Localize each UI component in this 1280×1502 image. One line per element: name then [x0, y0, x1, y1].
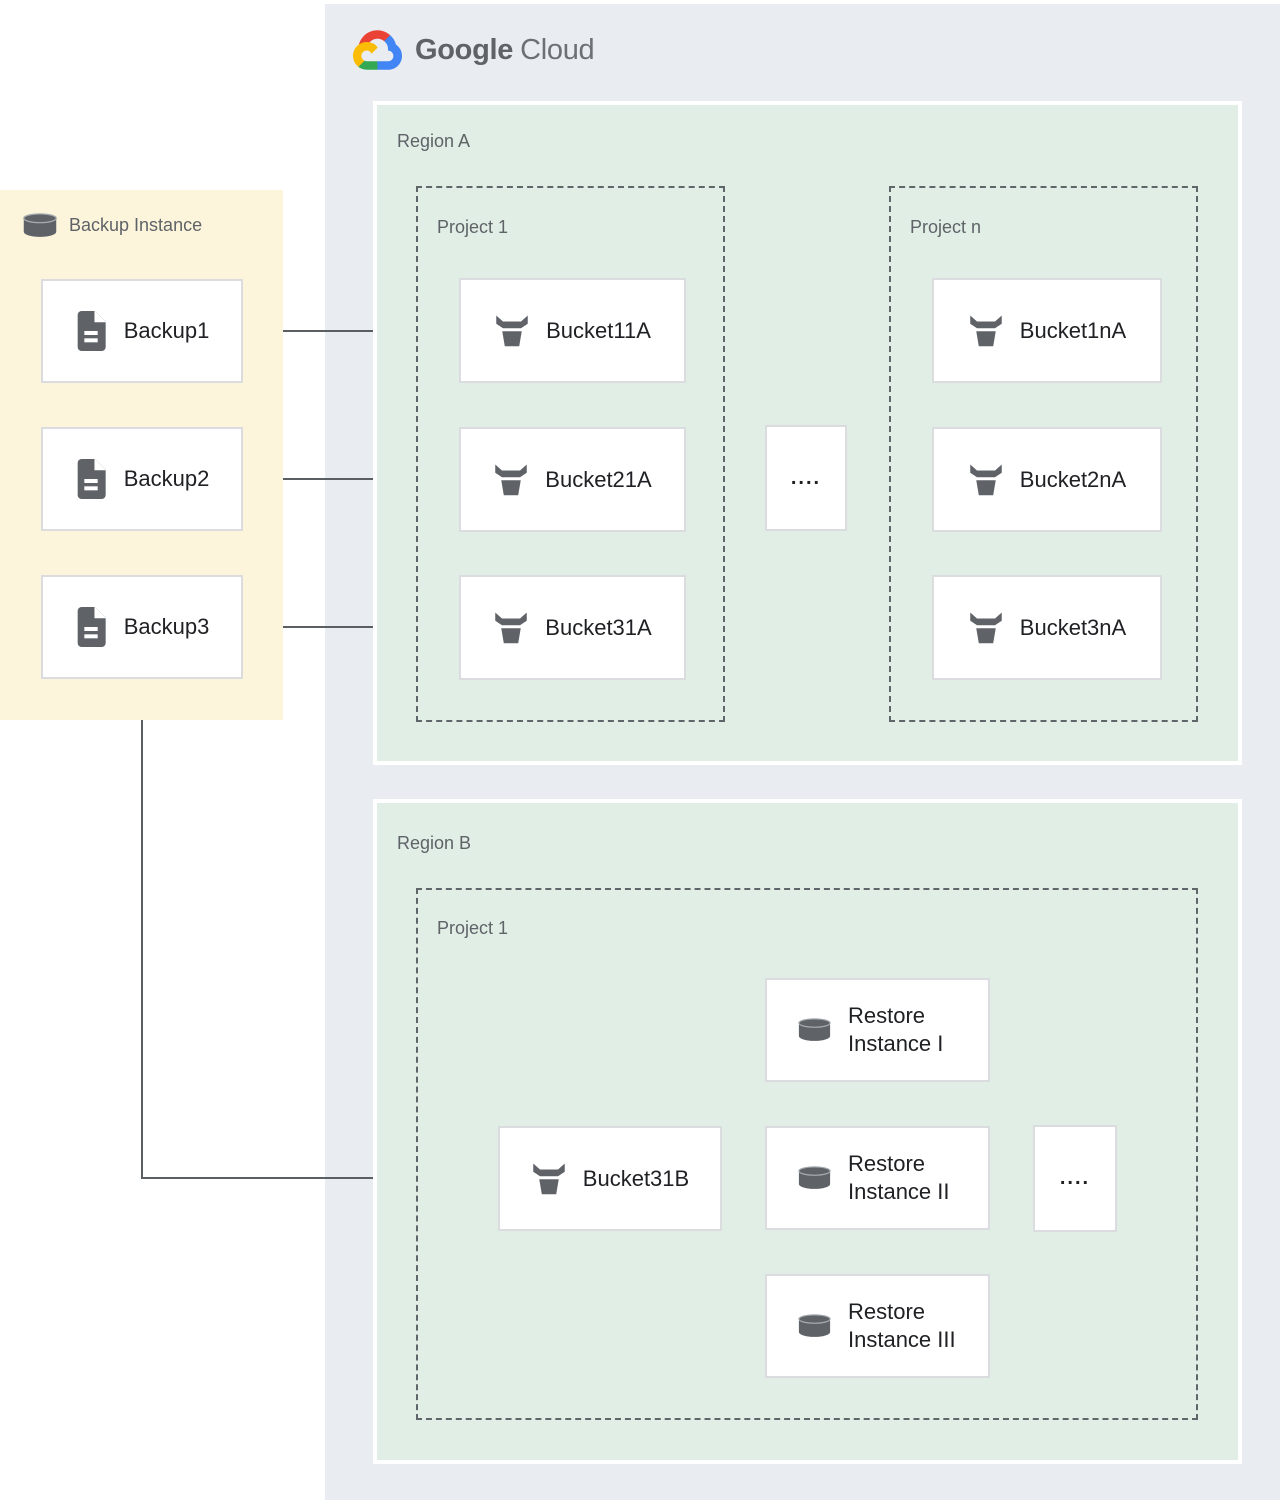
region-a-project-1	[416, 186, 725, 722]
bucket-icon	[531, 1162, 567, 1195]
region-b-ellipsis-node: ....	[1033, 1125, 1117, 1232]
connector-backup3-bucket31b-horizontal	[141, 1177, 500, 1179]
database-icon	[22, 213, 58, 238]
backup1-node: Backup1	[41, 279, 243, 383]
bucket31b-node: Bucket31B	[498, 1126, 722, 1231]
bucket31a-node: Bucket31A	[459, 575, 686, 680]
bucket31b-label: Bucket31B	[582, 1165, 690, 1191]
region-a-project-1-label: Project 1	[437, 217, 509, 237]
document-icon	[75, 459, 107, 499]
region-b-ellipsis: ....	[1059, 1167, 1091, 1189]
region-b-label: Region B	[397, 833, 472, 853]
backup3-node: Backup3	[41, 575, 243, 679]
wordmark-cloud: Cloud	[520, 33, 595, 66]
bucket21a-node: Bucket21A	[459, 427, 686, 532]
backup3-label: Backup3	[123, 614, 210, 639]
backup-instance-header: Backup Instance	[22, 213, 202, 238]
connector-backup3-bucket31b-vertical	[141, 679, 143, 1179]
database-icon	[797, 1166, 832, 1190]
bucket3na-node: Bucket3nA	[932, 575, 1162, 680]
bucket-icon	[493, 463, 529, 496]
document-icon	[75, 607, 107, 647]
document-icon	[75, 311, 107, 351]
bucket1na-node: Bucket1nA	[932, 278, 1162, 383]
connector-backup3-bucket31a	[243, 626, 459, 628]
backup-instance-title: Backup Instance	[69, 215, 203, 235]
google-cloud-icon	[353, 30, 402, 70]
bucket-icon	[968, 463, 1004, 496]
region-a-ellipsis-node: ....	[765, 425, 847, 531]
region-a-project-n-label: Project n	[910, 217, 982, 237]
region-b-project-1-label: Project 1	[437, 918, 509, 938]
bucket-icon	[968, 314, 1004, 347]
bucket31a-label: Bucket31A	[545, 614, 652, 640]
backup1-label: Backup1	[123, 318, 210, 343]
region-b-project-1	[416, 888, 1198, 1420]
connector-backup2-bucket21a	[243, 478, 459, 480]
bucket11a-node: Bucket11A	[459, 278, 686, 383]
backup2-label: Backup2	[123, 466, 210, 491]
bucket2na-label: Bucket2nA	[1019, 466, 1127, 492]
wordmark-google: Google	[415, 33, 514, 66]
connector-backup1-bucket11a	[243, 330, 459, 332]
bucket-icon	[494, 314, 530, 347]
database-icon	[797, 1018, 832, 1042]
region-a-label: Region A	[397, 131, 471, 151]
database-icon	[797, 1314, 832, 1338]
region-a-ellipsis: ....	[790, 466, 822, 489]
bucket3na-label: Bucket3nA	[1019, 614, 1127, 640]
region-a-project-n	[889, 186, 1198, 722]
bucket-icon	[968, 611, 1004, 644]
bucket2na-node: Bucket2nA	[932, 427, 1162, 532]
bucket11a-label: Bucket11A	[546, 317, 651, 343]
bucket1na-label: Bucket1nA	[1019, 317, 1127, 343]
bucket21a-label: Bucket21A	[545, 466, 652, 492]
backup2-node: Backup2	[41, 427, 243, 531]
bucket-icon	[493, 611, 529, 644]
